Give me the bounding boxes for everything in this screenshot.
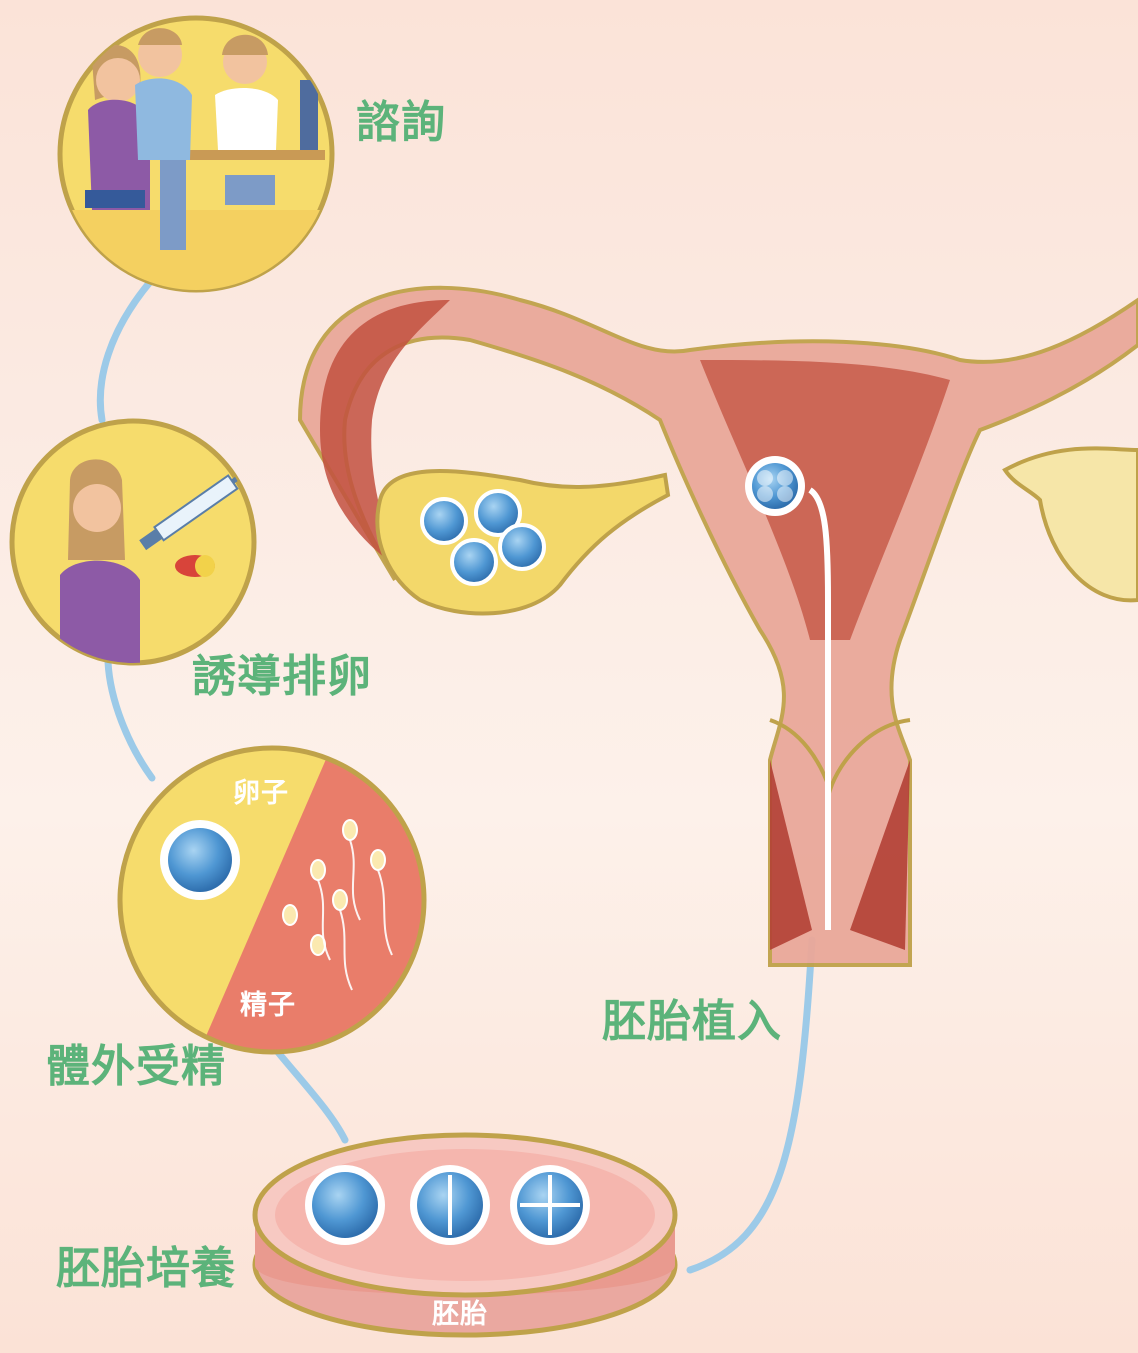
label-ivf: 體外受精: [46, 1030, 226, 1094]
label-egg: 卵子: [233, 771, 289, 810]
label-embryo-culture: 胚胎培養: [56, 1232, 236, 1296]
label-embryo-transfer: 胚胎植入: [602, 985, 782, 1049]
label-consultation: 諮詢: [356, 86, 446, 150]
consultation-circle: [60, 18, 340, 300]
label-ovulation-induction: 誘導排卵: [192, 640, 372, 704]
pill-icon: [175, 555, 215, 577]
label-embryo: 胚胎: [432, 1292, 488, 1331]
uterus-illustration: [300, 288, 1138, 965]
label-sperm: 精子: [240, 983, 296, 1022]
